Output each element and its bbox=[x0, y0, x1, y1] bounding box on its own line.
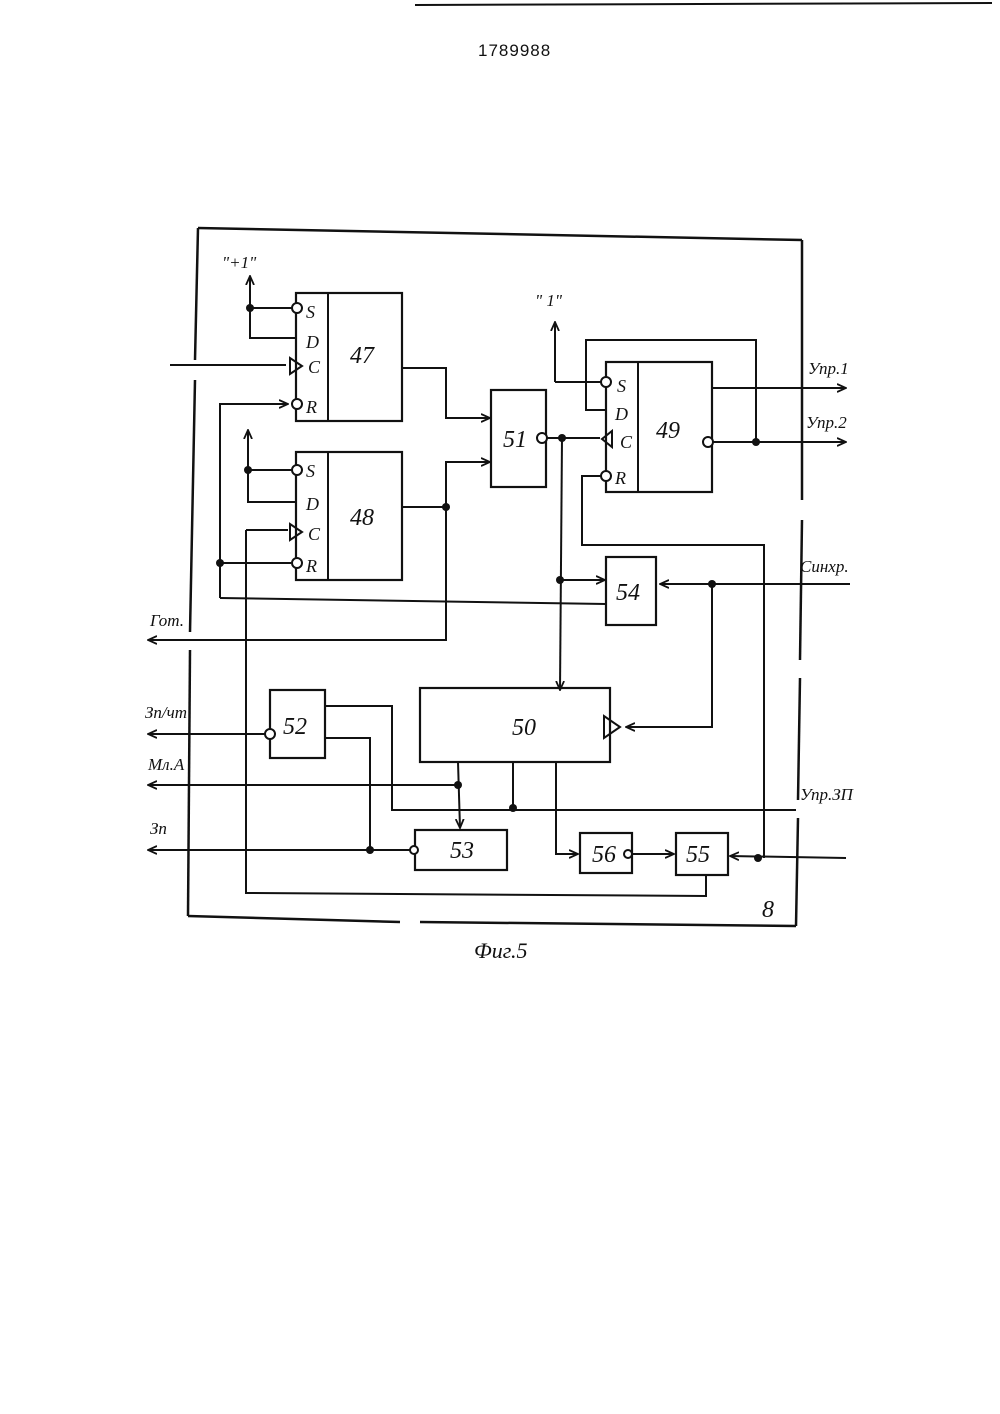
signal-plus-one: "+1" bbox=[222, 253, 257, 272]
block-49-pin-c: C bbox=[620, 432, 633, 452]
signal-upr1: Упр.1 bbox=[808, 359, 849, 378]
block-49-pin-r: R bbox=[614, 468, 626, 488]
block-48-label: 48 bbox=[350, 505, 374, 531]
block-49: 49 S D C R bbox=[606, 362, 712, 492]
block-48-pin-c: C bbox=[308, 524, 321, 544]
block-47-pin-d: D bbox=[305, 332, 319, 352]
block-55: 55 bbox=[676, 833, 728, 875]
signal-got: Гот. bbox=[149, 611, 184, 630]
signal-one: " 1" bbox=[535, 291, 563, 310]
block-56-label: 56 bbox=[592, 842, 616, 868]
block-47-pin-r: R bbox=[305, 397, 317, 417]
block-47-label: 47 bbox=[350, 343, 375, 369]
block-49-label: 49 bbox=[656, 418, 680, 444]
block-47: 47 S D C R bbox=[296, 293, 402, 421]
block-49-pin-d: D bbox=[614, 404, 628, 424]
block-48-pin-r: R bbox=[305, 556, 317, 576]
block-47-pin-c: C bbox=[308, 357, 321, 377]
top-rule bbox=[415, 3, 992, 5]
block-48: 48 S D C R bbox=[296, 452, 402, 580]
block-50: 50 bbox=[420, 688, 620, 762]
block-51-label: 51 bbox=[503, 427, 527, 453]
block-48-pin-s: S bbox=[306, 461, 315, 481]
block-54: 54 bbox=[606, 557, 656, 625]
block-54-label: 54 bbox=[616, 580, 640, 606]
block-53: 53 bbox=[415, 830, 507, 870]
block-49-pin-s: S bbox=[617, 376, 626, 396]
signal-zp: Зп bbox=[150, 819, 167, 838]
block-50-label: 50 bbox=[512, 715, 536, 741]
block-47-pin-s: S bbox=[306, 302, 315, 322]
block-55-label: 55 bbox=[686, 842, 710, 868]
block-52-label: 52 bbox=[283, 714, 307, 740]
block-52: 52 bbox=[270, 690, 325, 758]
wiring bbox=[148, 276, 850, 896]
unit-number: 8 bbox=[762, 897, 774, 923]
signal-sinhr: Синхр. bbox=[800, 557, 849, 576]
signal-upr2: Упр.2 bbox=[806, 413, 847, 432]
block-48-pin-d: D bbox=[305, 494, 319, 514]
figure-caption: Фиг.5 bbox=[474, 938, 528, 963]
block-53-label: 53 bbox=[450, 838, 474, 864]
signal-ml-a: Мл.А bbox=[147, 755, 185, 774]
unit-frame bbox=[188, 228, 802, 926]
signal-upr-zp: Упр.ЗП bbox=[800, 785, 855, 804]
signal-zp-cht: Зп/чт bbox=[145, 703, 187, 722]
patent-number: 1789988 bbox=[478, 41, 551, 60]
